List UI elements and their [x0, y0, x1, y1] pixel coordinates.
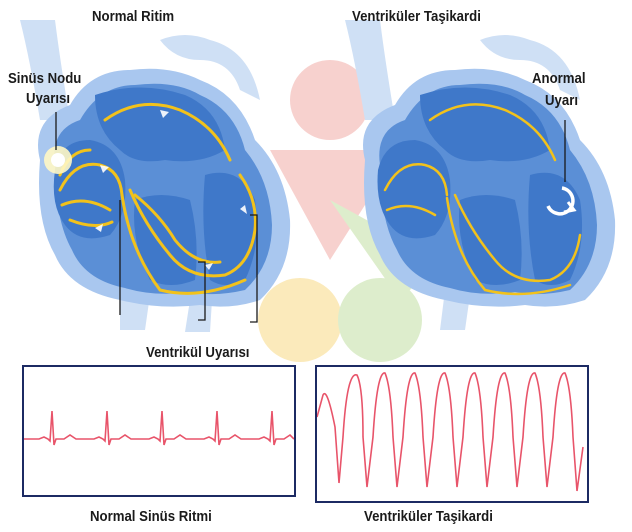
ecg-vt-trace	[317, 372, 584, 492]
title-ventricular-tachycardia: Ventriküler Taşikardi	[352, 8, 481, 25]
caption-ventricular-tachycardia: Ventriküler Taşikardi	[364, 508, 493, 525]
label-sinus-node-line2: Uyarısı	[26, 90, 71, 107]
label-abnormal-line2: Uyarı	[545, 92, 579, 109]
circular-arrow-icon	[546, 186, 577, 216]
caption-normal-sinus-rhythm: Normal Sinüs Ritmi	[90, 508, 212, 525]
label-sinus-node-line1: Sinüs Nodu	[8, 70, 82, 87]
label-ventricle-stimulus: Ventrikül Uyarısı	[146, 344, 250, 361]
title-normal-rhythm: Normal Ritim	[92, 8, 175, 25]
ecg-normal-trace	[24, 410, 294, 446]
label-abnormal-line1: Anormal	[532, 70, 586, 87]
ecg-normal-panel	[22, 365, 296, 497]
normal-heart	[20, 20, 291, 332]
ecg-vt-panel	[315, 365, 589, 503]
vt-heart	[345, 20, 616, 330]
